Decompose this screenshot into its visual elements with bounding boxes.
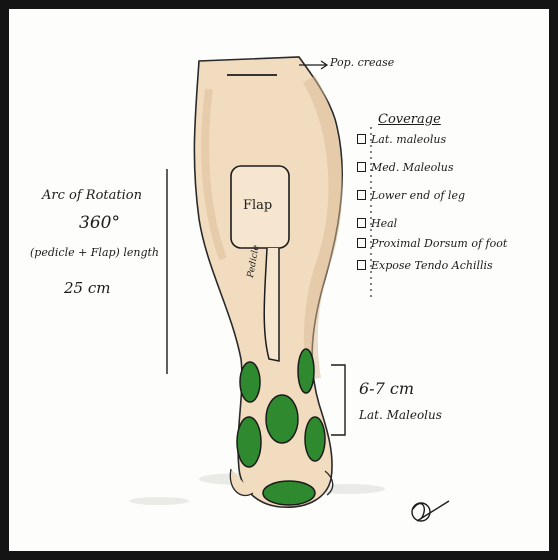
arc-title: Arc of Rotation <box>42 189 142 202</box>
coverage-item: Lat. maleolus <box>357 134 446 145</box>
perforator-spot <box>240 362 260 402</box>
signature <box>412 501 449 521</box>
checkbox-icon <box>357 190 366 200</box>
perforator-spot <box>305 417 325 461</box>
coverage-title: Coverage <box>378 113 441 126</box>
flap-label: Flap <box>243 199 272 212</box>
distance-reference: Lat. Maleolus <box>359 409 442 421</box>
perforator-spot <box>266 395 298 443</box>
perforator-spot <box>263 481 315 505</box>
perforator-spot <box>298 349 314 393</box>
perforator-spot <box>237 417 261 467</box>
pedicle-outline <box>264 248 279 361</box>
checkbox-icon <box>357 238 366 248</box>
distance-bracket <box>331 365 345 435</box>
arc-degrees: 360° <box>79 215 120 232</box>
arc-length-label: (pedicle + Flap) length <box>30 247 159 258</box>
coverage-item: Lower end of leg <box>357 190 465 201</box>
coverage-list: Lat. maleolus Med. Maleolus Lower end of… <box>357 134 557 284</box>
checkbox-icon <box>357 260 366 270</box>
distance-value: 6-7 cm <box>359 381 414 397</box>
checkbox-icon <box>357 162 366 172</box>
pop-crease-label: Pop. crease <box>330 57 394 68</box>
coverage-item: Expose Tendo Achillis <box>357 260 493 271</box>
checkbox-icon <box>357 134 366 144</box>
checkbox-icon <box>357 218 366 228</box>
coverage-item: Med. Maleolus <box>357 162 454 173</box>
coverage-item: Proximal Dorsum of foot <box>357 238 507 249</box>
coverage-item: Heal <box>357 218 397 229</box>
arc-length-value: 25 cm <box>64 281 110 296</box>
